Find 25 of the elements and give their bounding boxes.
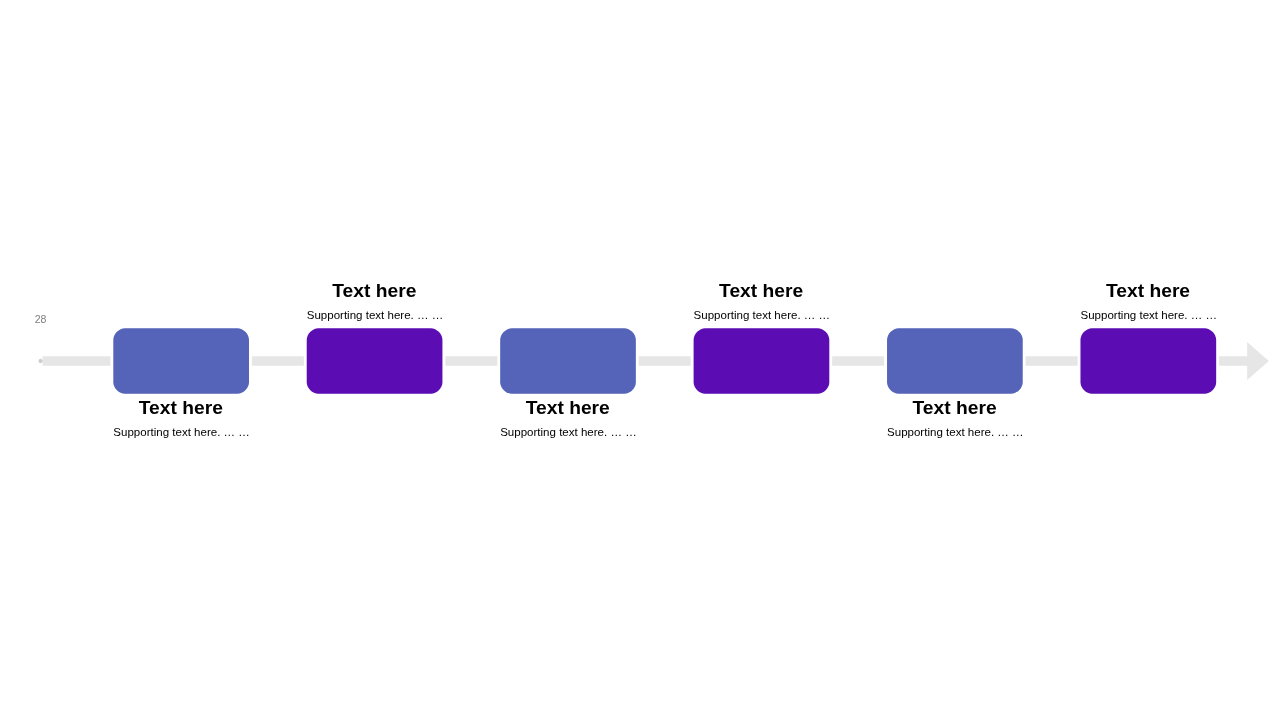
node-label: Supporting text here. … … xyxy=(1080,308,1218,321)
node-box xyxy=(113,327,249,394)
node-label: Text here xyxy=(1105,279,1191,301)
node-label: Supporting text here. … … xyxy=(500,425,637,438)
node-box xyxy=(306,327,443,394)
connector xyxy=(42,355,111,366)
connector xyxy=(1025,355,1078,366)
connector xyxy=(832,355,885,366)
connector xyxy=(638,355,691,366)
node-label: Supporting text here. … … xyxy=(887,425,1024,438)
node-label: Text here xyxy=(138,396,223,418)
node-box xyxy=(887,327,1023,394)
node-label: Text here xyxy=(719,279,804,301)
node-label: Text here xyxy=(332,279,417,301)
node-label: Text here xyxy=(912,396,997,418)
node-box xyxy=(693,327,830,394)
label: 28 xyxy=(34,312,47,325)
connector xyxy=(445,355,498,366)
node-label: Supporting text here. … … xyxy=(113,425,250,438)
node-box xyxy=(1080,327,1217,394)
node-label: Supporting text here. … … xyxy=(306,308,444,321)
connector xyxy=(251,355,304,366)
node-label: Text here xyxy=(525,396,610,418)
node-label: Supporting text here. … … xyxy=(693,308,831,321)
node-box xyxy=(500,327,636,394)
